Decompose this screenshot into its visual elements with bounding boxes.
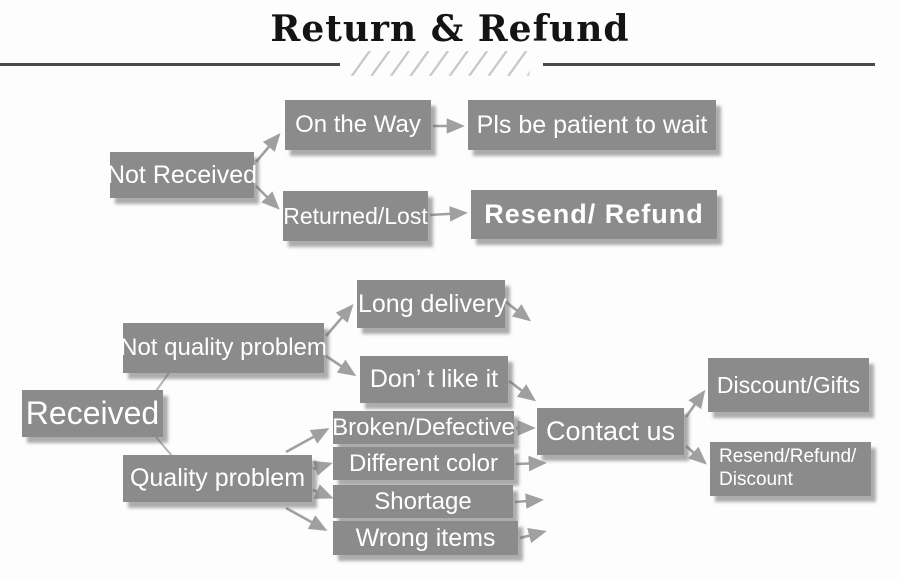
hatch-decoration: ////////////// <box>347 46 537 81</box>
arrow-not-quality-to-dont-like <box>325 354 357 377</box>
arrow-wrong-items-to-contact <box>519 528 547 544</box>
arrow-quality-to-different-color <box>312 460 333 476</box>
resend-refund-discount-line2: Discount <box>719 469 793 490</box>
arrow-quality-to-shortage <box>312 484 334 499</box>
arrow-dont-like-out <box>508 379 537 402</box>
connector-received-to-quality <box>155 436 173 457</box>
node-quality-problem: Quality problem <box>123 455 312 502</box>
arrow-quality-to-wrong-items <box>285 506 328 531</box>
node-resend-refund-discount: Resend/Refund/ Discount <box>710 442 871 496</box>
arrow-long-delivery-out <box>505 300 532 322</box>
title-rule-right <box>543 63 875 66</box>
arrow-not-received-to-on-the-way <box>255 133 281 163</box>
node-resend-refund: Resend/ Refund <box>471 190 717 239</box>
arrow-quality-to-broken <box>285 428 330 454</box>
node-broken-defective: Broken/Defective <box>332 411 515 444</box>
title-rule-left <box>0 63 340 66</box>
resend-refund-discount-line1: Resend/Refund/ <box>719 446 857 468</box>
arrow-contact-to-resend-refund-discount <box>685 445 707 465</box>
arrow-different-color-to-contact <box>515 455 547 472</box>
connector-received-to-not-quality <box>155 372 170 392</box>
node-wrong-items: Wrong items <box>333 521 518 555</box>
node-dont-like-it: Don’ t like it <box>360 356 508 403</box>
arrow-contact-to-discount-gifts <box>684 389 706 418</box>
node-returned-lost: Returned/Lost <box>283 191 428 241</box>
node-discount-gifts: Discount/Gifts <box>708 358 869 412</box>
node-not-received: Not Received <box>107 152 257 198</box>
node-pls-be-patient: Pls be patient to wait <box>468 100 716 150</box>
node-different-color: Different color <box>333 447 514 480</box>
node-contact-us: Contact us <box>537 408 684 455</box>
node-long-delivery: Long delivery <box>357 280 507 328</box>
node-received: Received <box>22 390 163 437</box>
node-shortage: Shortage <box>333 485 513 518</box>
page-title: Return & Refund <box>270 8 630 50</box>
node-not-quality-problem: Not quality problem <box>120 323 327 373</box>
arrow-not-received-to-returned-lost <box>255 185 280 210</box>
arrow-returned-lost-to-resend-refund <box>429 206 468 222</box>
arrow-shortage-to-contact <box>514 493 544 509</box>
arrow-not-quality-to-long-delivery <box>325 304 354 337</box>
node-on-the-way: On the Way <box>285 100 431 150</box>
